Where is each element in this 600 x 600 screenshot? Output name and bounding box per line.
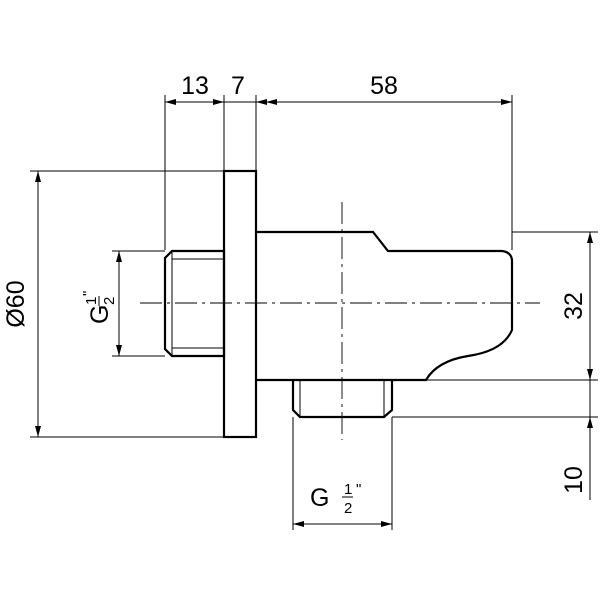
holder-body — [256, 230, 514, 382]
part-outline — [163, 169, 514, 439]
outlet-thread-denominator: 2 — [344, 500, 352, 517]
top-dimensions: 13 7 58 — [164, 72, 513, 250]
inlet-thread-label: G 1 2 " — [80, 291, 118, 324]
inlet-thread-prefix: G — [86, 305, 114, 324]
outlet-offset-dimension: 10 — [392, 380, 598, 500]
dim-32-label: 32 — [560, 292, 588, 320]
outlet-thread-numerator: 1 — [344, 481, 352, 498]
center-lines — [140, 202, 540, 440]
outlet-thread-label: G 1 2 " — [310, 481, 361, 517]
wall-flange — [222, 169, 258, 439]
dim-58-label: 58 — [370, 72, 398, 100]
inlet-thread-numerator: 1 — [83, 297, 100, 305]
outlet-thread-outline — [291, 380, 394, 419]
height-dimension: 32 — [426, 231, 598, 381]
dim-7-label: 7 — [231, 72, 245, 100]
diameter-dimension: Ø60 — [2, 170, 224, 438]
inlet-thread-dimension: G 1 2 " — [80, 250, 165, 357]
outlet-thread-dimension: G 1 2 " — [292, 417, 393, 530]
inlet-thread-outline — [163, 249, 226, 358]
dim-10-label: 10 — [560, 466, 588, 494]
outlet-thread-prefix: G — [310, 484, 329, 512]
outlet-thread-suffix: " — [356, 481, 361, 498]
dim-13-label: 13 — [181, 72, 209, 100]
inlet-thread-suffix: " — [80, 291, 97, 296]
dim-diameter-60-label: Ø60 — [2, 280, 30, 327]
inlet-thread-denominator: 2 — [101, 297, 118, 305]
